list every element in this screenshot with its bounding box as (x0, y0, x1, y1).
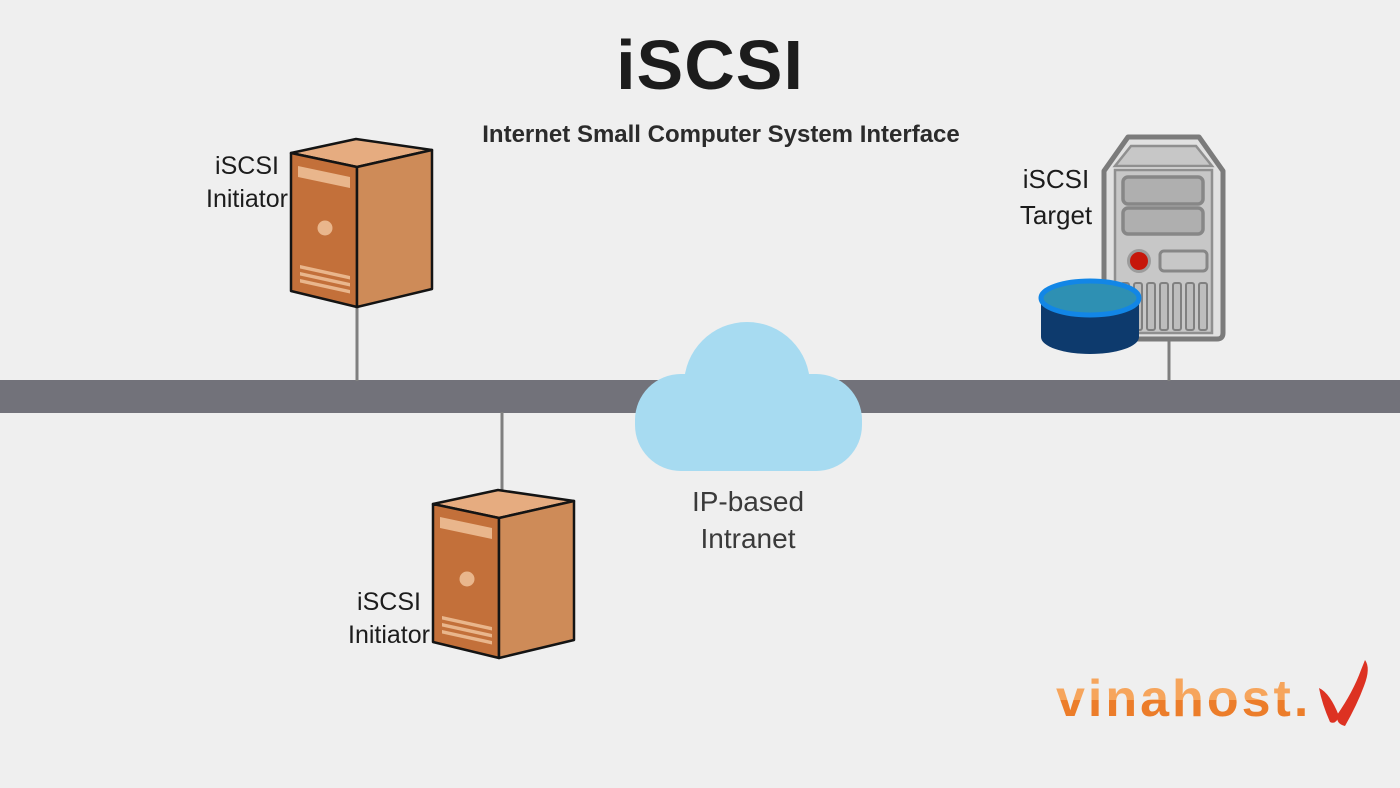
disk-cylinder-icon (1038, 278, 1142, 354)
vinahost-logo: vinahost. (1056, 660, 1371, 730)
page-title: iSCSI (616, 26, 804, 104)
rack-server-icon-target (1101, 134, 1226, 342)
label-ip-intranet: IP-based Intranet (598, 483, 898, 557)
label-initiator-top: iSCSI Initiator (147, 150, 347, 216)
label-initiator-bottom-line1: iSCSI (357, 588, 421, 616)
label-target-line2: Target (1019, 200, 1093, 230)
label-initiator-bottom: iSCSI Initiator (289, 586, 489, 652)
label-initiator-top-line1: iSCSI (215, 152, 279, 180)
vent-slats (1120, 282, 1208, 331)
label-ip-intranet-line1: IP-based (691, 486, 805, 517)
page-subtitle: Internet Small Computer System Interface (482, 121, 960, 148)
label-target: iSCSI Target (956, 161, 1156, 233)
power-button-icon (1127, 249, 1151, 273)
v-checkmark-icon (1319, 660, 1369, 726)
label-target-line1: iSCSI (1022, 164, 1090, 194)
vinahost-logo-text: vinahost. (1056, 670, 1312, 728)
label-initiator-bottom-line2: Initiator (348, 621, 430, 649)
label-initiator-top-line2: Initiator (206, 185, 288, 213)
label-ip-intranet-line2: Intranet (700, 523, 796, 554)
cloud-icon (635, 322, 862, 471)
